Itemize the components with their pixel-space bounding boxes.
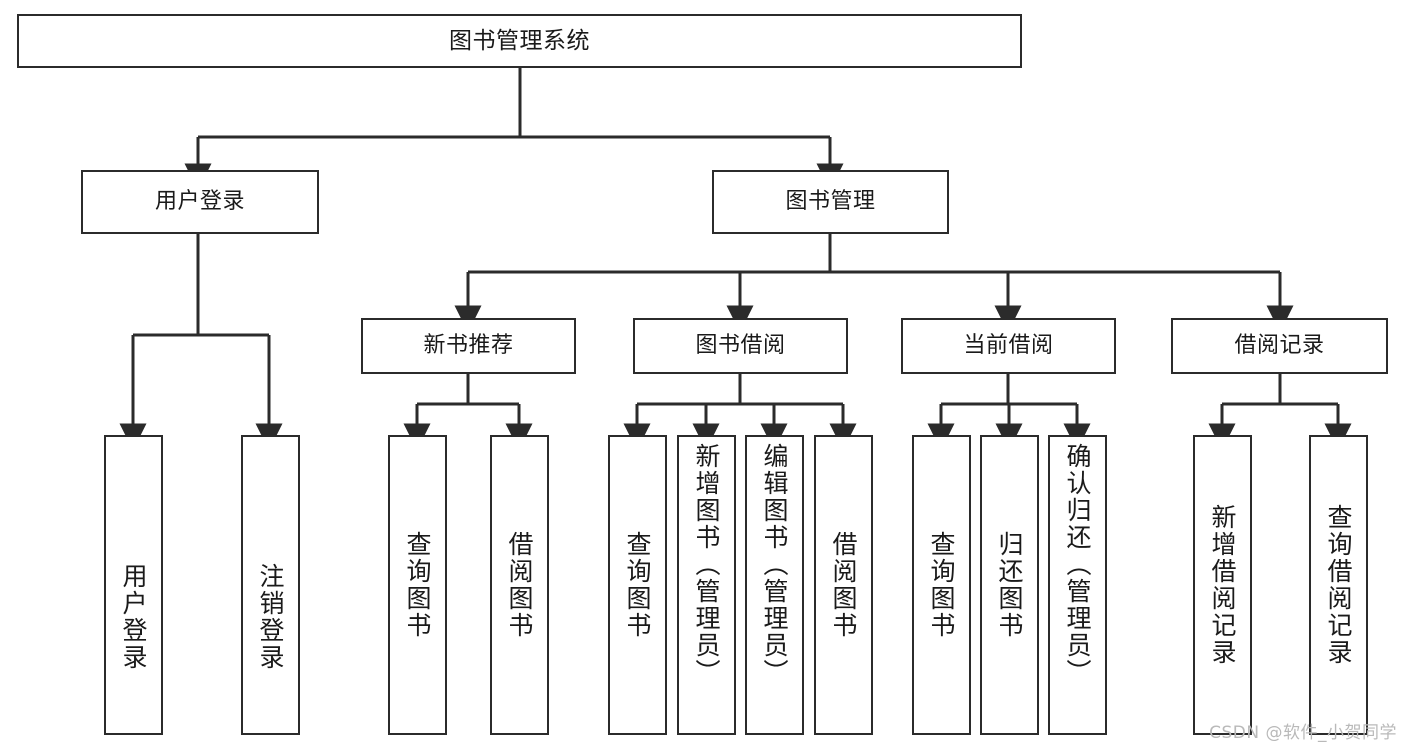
- leaf-book-borrow-query[interactable]: 查询图书: [608, 435, 667, 735]
- node-label: 查询图书: [623, 531, 652, 639]
- leaf-confirm-return-admin[interactable]: 确认归还（管理员）: [1048, 435, 1107, 735]
- node-label: 归还图书: [995, 531, 1024, 639]
- leaf-book-add-admin[interactable]: 新增图书（管理员）: [677, 435, 736, 735]
- leaf-book-edit-admin[interactable]: 编辑图书（管理员）: [745, 435, 804, 735]
- node-current-borrow[interactable]: 当前借阅: [901, 318, 1116, 374]
- node-label: 注销登录: [256, 563, 285, 671]
- node-label: 查询图书: [403, 531, 432, 639]
- node-label: 借阅图书: [829, 531, 858, 639]
- node-label: 用户登录: [154, 188, 245, 214]
- leaf-user-login[interactable]: 用户登录: [104, 435, 163, 735]
- node-label: 借阅记录: [1234, 332, 1325, 358]
- leaf-new-book-query[interactable]: 查询图书: [388, 435, 447, 735]
- node-label: 借阅图书: [505, 531, 534, 639]
- node-label: 新书推荐: [423, 332, 514, 358]
- leaf-new-book-borrow[interactable]: 借阅图书: [490, 435, 549, 735]
- leaf-add-borrow-record[interactable]: 新增借阅记录: [1193, 435, 1252, 735]
- node-book-borrow[interactable]: 图书借阅: [633, 318, 848, 374]
- leaf-current-borrow-query[interactable]: 查询图书: [912, 435, 971, 735]
- node-root-book-management-system[interactable]: 图书管理系统: [17, 14, 1022, 68]
- node-book-management[interactable]: 图书管理: [712, 170, 949, 234]
- node-label: 查询借阅记录: [1324, 504, 1353, 666]
- node-label: 新增图书（管理员）: [692, 443, 721, 686]
- node-label: 图书管理: [785, 188, 876, 214]
- node-borrow-record[interactable]: 借阅记录: [1171, 318, 1388, 374]
- node-label: 查询图书: [927, 531, 956, 639]
- leaf-return-book[interactable]: 归还图书: [980, 435, 1039, 735]
- node-label: 当前借阅: [963, 332, 1054, 358]
- node-user-login[interactable]: 用户登录: [81, 170, 319, 234]
- node-new-book-recommend[interactable]: 新书推荐: [361, 318, 576, 374]
- node-label: 编辑图书（管理员）: [760, 443, 789, 686]
- node-label: 图书管理系统: [449, 27, 590, 54]
- node-label: 图书借阅: [695, 332, 786, 358]
- node-label: 确认归还（管理员）: [1063, 443, 1092, 686]
- leaf-logout[interactable]: 注销登录: [241, 435, 300, 735]
- node-label: 用户登录: [119, 563, 148, 671]
- leaf-book-borrow-action[interactable]: 借阅图书: [814, 435, 873, 735]
- leaf-query-borrow-record[interactable]: 查询借阅记录: [1309, 435, 1368, 735]
- watermark: CSDN @软件_小贺同学: [1209, 723, 1397, 743]
- node-label: 新增借阅记录: [1208, 504, 1237, 666]
